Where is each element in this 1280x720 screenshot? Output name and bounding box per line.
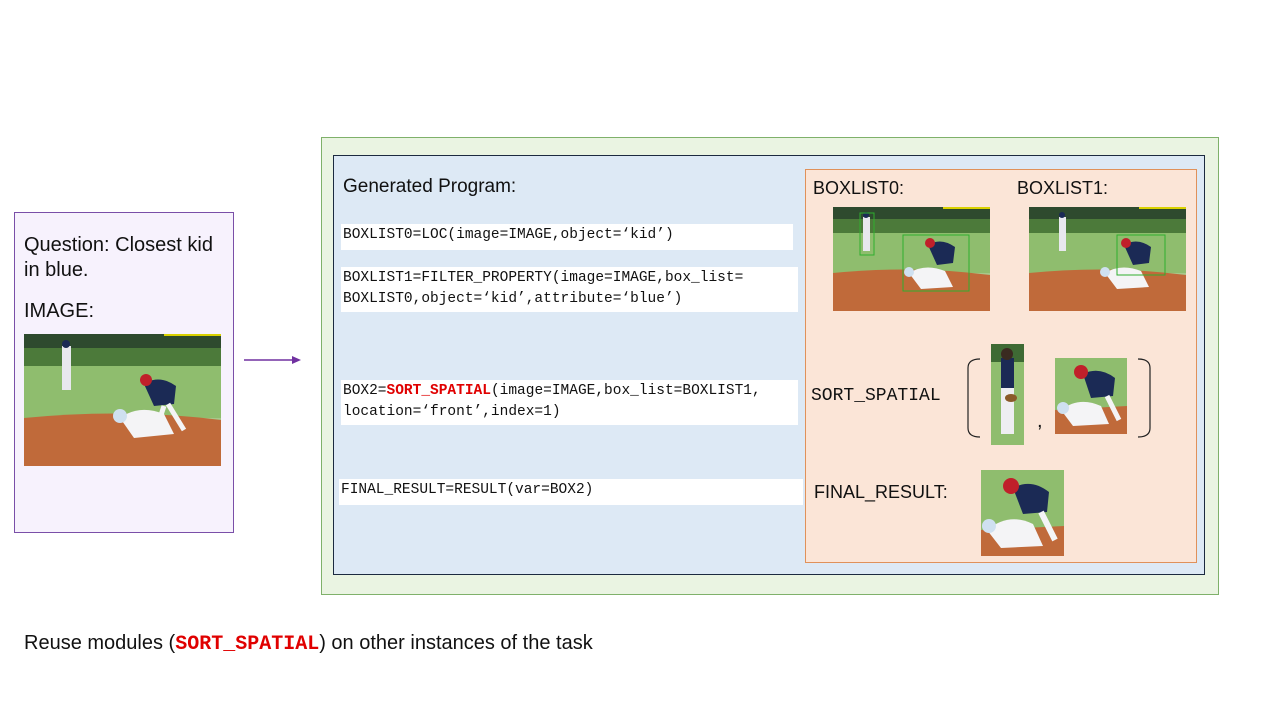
program-outer-frame: Generated Program: BOXLIST0=LOC(image=IM… [321,137,1219,595]
question-text: Question: Closest kid in blue. [24,234,213,281]
caption: Reuse modules (SORT_SPATIAL) on other in… [24,632,593,656]
program-title: Generated Program: [343,176,517,197]
code-text: BOXLIST0=LOC(image=IMAGE,object=‘kid’) [343,227,674,243]
program-line-final-result: FINAL_RESULT=RESULT(var=BOX2) [339,479,803,505]
image-label: IMAGE: [24,300,95,322]
sort-spatial-highlight: SORT_SPATIAL [386,383,491,399]
program-panel: Generated Program: BOXLIST0=LOC(image=IM… [333,155,1205,575]
program-line-boxlist0: BOXLIST0=LOC(image=IMAGE,object=‘kid’) [341,224,793,250]
question-panel: Question: Closest kid in blue. IMAGE: [14,212,234,533]
comma-separator: , [1037,410,1043,432]
sorted-crop-2-image [1055,358,1127,434]
right-parenthesis-icon [1137,358,1151,438]
sorted-crop-1-image [991,344,1024,445]
program-line-boxlist1: BOXLIST1=FILTER_PROPERTY(image=IMAGE,box… [341,267,798,312]
left-parenthesis-icon [967,358,981,438]
arrow-right-icon [244,356,301,364]
code-text: location=‘front’,index=1) [343,404,561,420]
caption-module-highlight: SORT_SPATIAL [175,633,320,656]
code-text: BOX2= [343,383,387,399]
code-text: BOXLIST1=FILTER_PROPERTY(image=IMAGE,box… [343,270,744,286]
code-text: FINAL_RESULT=RESULT(var=BOX2) [341,482,594,498]
caption-text: Reuse modules ( [24,632,176,654]
code-text: (image=IMAGE,box_list=BOXLIST1, [490,383,761,399]
final-result-label: FINAL_RESULT: [814,482,948,502]
program-line-box2: BOX2=SORT_SPATIAL(image=IMAGE,box_list=B… [341,380,798,425]
boxlist1-label: BOXLIST1: [1017,178,1109,198]
final-result-image [981,470,1064,556]
caption-text: ) on other instances of the task [319,632,593,654]
sort-spatial-label: SORT_SPATIAL [811,386,941,406]
code-text: BOXLIST0,object=‘kid’,attribute=‘blue’) [343,291,683,307]
boxlist0-image [833,207,990,311]
boxlist1-image [1029,207,1186,311]
results-panel: BOXLIST0: BOXLIST1: [805,169,1197,563]
baseball-photo [24,334,221,466]
boxlist0-label: BOXLIST0: [813,178,905,198]
